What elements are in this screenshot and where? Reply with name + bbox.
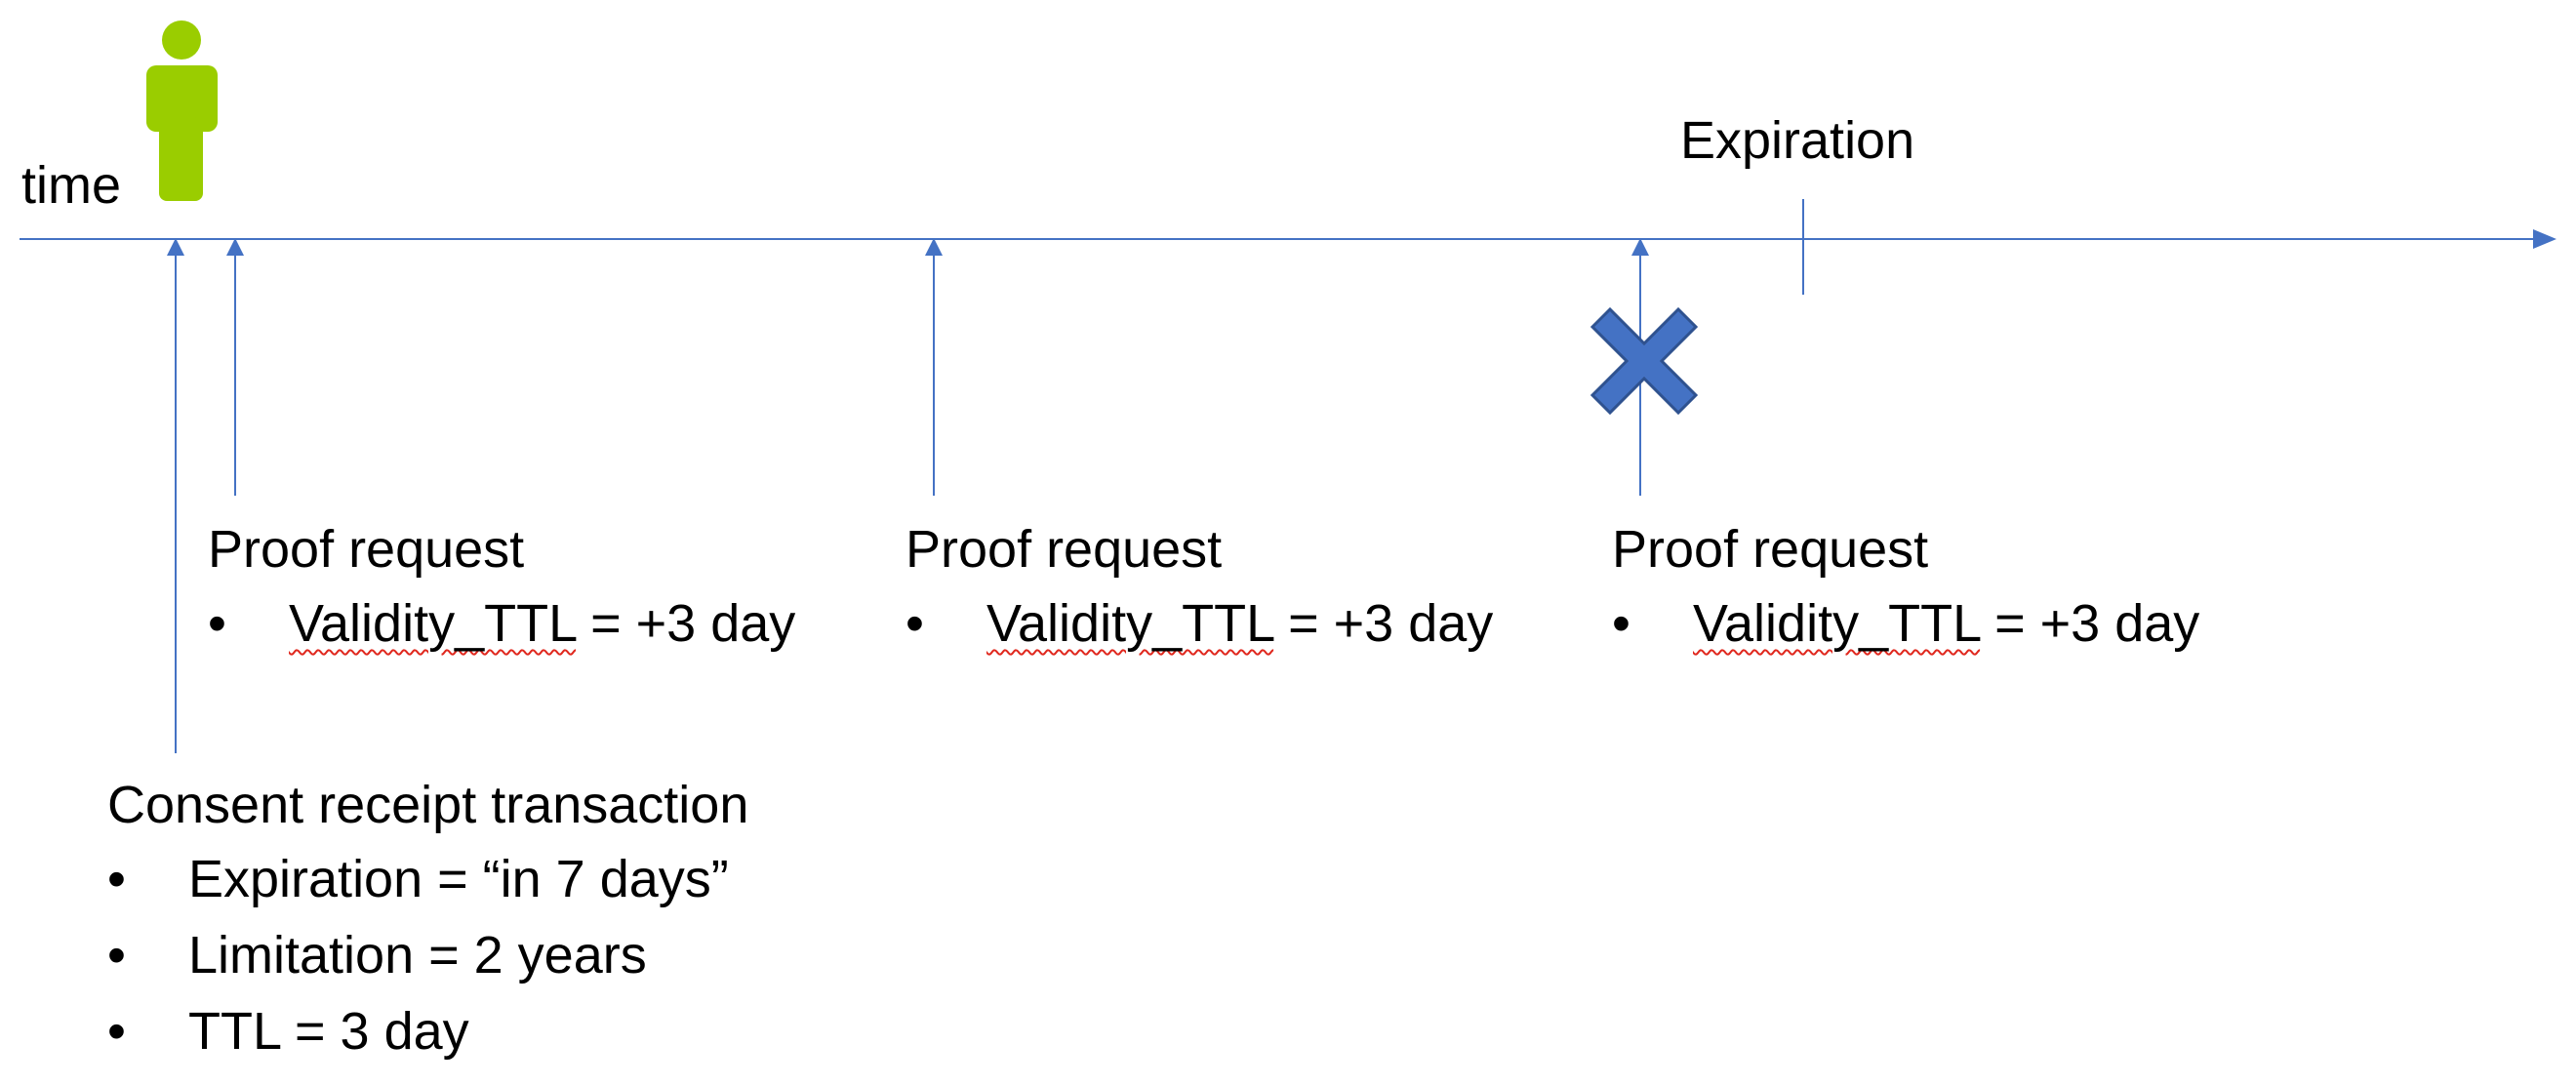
proof-request-details: • Validity_TTL = +3 day bbox=[906, 597, 1493, 673]
consent-limitation: Limitation = 2 years bbox=[188, 926, 647, 985]
person-icon bbox=[146, 20, 218, 201]
proof-request-title: Proof request bbox=[208, 520, 525, 579]
proof-request-2-arrowhead bbox=[925, 238, 943, 256]
proof-request-2: Proof request • Validity_TTL = +3 day bbox=[906, 523, 1493, 673]
bullet: • bbox=[107, 850, 126, 908]
cross-icon bbox=[1590, 306, 1699, 416]
list-item: • Validity_TTL = +3 day bbox=[1612, 597, 2199, 673]
proof-request-title: Proof request bbox=[906, 520, 1223, 579]
validity-ttl-key: Validity_TTL bbox=[986, 594, 1274, 653]
proof-request-details: • Validity_TTL = +3 day bbox=[208, 597, 795, 673]
list-item: • Expiration = “in 7 days” bbox=[107, 853, 748, 929]
proof-request-3-arrowhead bbox=[1631, 238, 1649, 256]
bullet: • bbox=[107, 926, 126, 985]
validity-ttl-value: = +3 day bbox=[1980, 594, 2200, 653]
proof-request-1: Proof request • Validity_TTL = +3 day bbox=[208, 523, 795, 673]
bullet: • bbox=[906, 594, 924, 653]
bullet: • bbox=[107, 1002, 126, 1061]
time-axis-arrowhead bbox=[2533, 229, 2556, 249]
consent-receipt: Consent receipt transaction • Expiration … bbox=[107, 779, 748, 1081]
list-item: • TTL = 3 day bbox=[107, 1005, 748, 1081]
proof-request-title: Proof request bbox=[1612, 520, 1929, 579]
bullet: • bbox=[208, 594, 226, 653]
proof-request-details: • Validity_TTL = +3 day bbox=[1612, 597, 2199, 673]
list-item: • Validity_TTL = +3 day bbox=[208, 597, 795, 673]
expiration-label: Expiration bbox=[1680, 111, 1915, 170]
bullet: • bbox=[1612, 594, 1630, 653]
validity-ttl-value: = +3 day bbox=[576, 594, 796, 653]
consent-receipt-title: Consent receipt transaction bbox=[107, 776, 749, 834]
consent-ttl: TTL = 3 day bbox=[188, 1002, 469, 1061]
time-label: time bbox=[21, 156, 122, 215]
list-item: • Validity_TTL = +3 day bbox=[906, 597, 1493, 673]
consent-receipt-details: • Expiration = “in 7 days” • Limitation = … bbox=[107, 853, 748, 1081]
list-item: • Limitation = 2 years bbox=[107, 929, 748, 1005]
consent-receipt-arrowhead bbox=[167, 238, 184, 256]
validity-ttl-value: = +3 day bbox=[1273, 594, 1494, 653]
validity-ttl-key: Validity_TTL bbox=[289, 594, 577, 653]
proof-request-1-arrowhead bbox=[226, 238, 244, 256]
consent-expiration: Expiration = “in 7 days” bbox=[188, 850, 729, 908]
validity-ttl-key: Validity_TTL bbox=[1693, 594, 1981, 653]
proof-request-3: Proof request • Validity_TTL = +3 day bbox=[1612, 523, 2199, 673]
